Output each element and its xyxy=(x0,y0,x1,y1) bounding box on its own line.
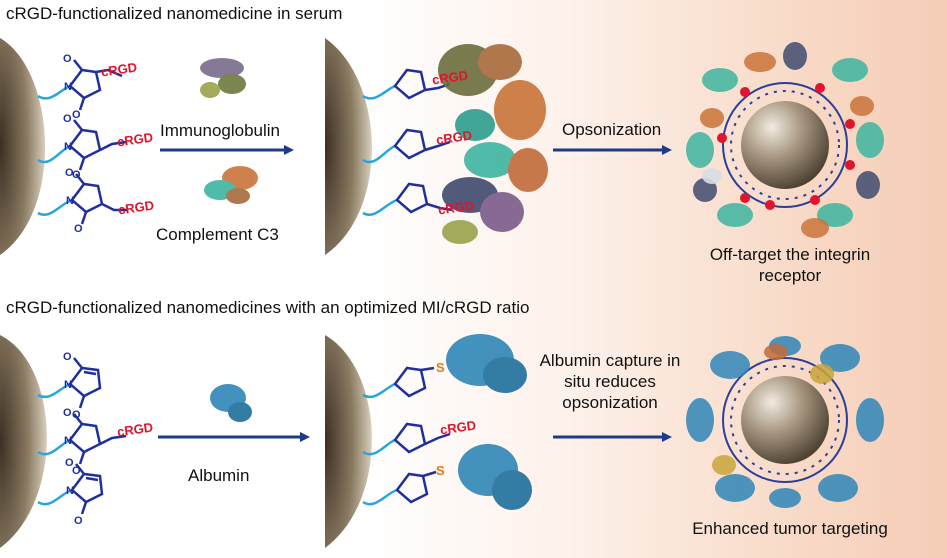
enhanced-targeting-outcome: Enhanced tumor targeting xyxy=(692,519,888,538)
albumin-capture-line-2: situ reduces xyxy=(564,372,656,391)
albumin-capture-line-1: Albumin capture in xyxy=(539,351,681,370)
svg-text:N: N xyxy=(66,485,74,497)
particle-surface-bottom-mid xyxy=(325,335,372,548)
svg-text:N: N xyxy=(64,435,72,447)
svg-text:O: O xyxy=(63,351,72,363)
svg-text:O: O xyxy=(74,515,83,527)
svg-text:O: O xyxy=(63,407,72,419)
particle-surface-top-left xyxy=(0,38,46,255)
svg-text:O: O xyxy=(63,53,72,65)
svg-text:O: O xyxy=(72,409,81,421)
svg-text:O: O xyxy=(72,465,81,477)
svg-text:N: N xyxy=(64,379,72,391)
opsonized-nanoparticle xyxy=(686,42,884,238)
top-panel-title: cRGD-functionalized nanomedicine in seru… xyxy=(6,4,343,23)
svg-text:O: O xyxy=(72,169,81,181)
bound-albumin xyxy=(446,334,532,510)
svg-text:O: O xyxy=(63,113,72,125)
albumin-protein xyxy=(210,384,252,422)
albumin-capture-line-3: opsonization xyxy=(562,393,658,412)
albumin-label: Albumin xyxy=(188,466,250,485)
complement-c3-label: Complement C3 xyxy=(156,225,279,244)
svg-text:N: N xyxy=(66,195,74,207)
svg-text:O: O xyxy=(72,109,81,121)
thioether-s-label: S xyxy=(436,463,445,478)
svg-text:O: O xyxy=(65,457,74,469)
bottom-panel-title: cRGD-functionalized nanomedicines with a… xyxy=(6,298,530,317)
svg-text:O: O xyxy=(65,167,74,179)
adsorbed-proteins-top xyxy=(438,44,548,244)
svg-text:N: N xyxy=(64,141,72,153)
complement-c3-protein xyxy=(204,166,258,204)
albumin-coated-nanoparticle xyxy=(686,336,884,508)
immunoglobulin-protein xyxy=(200,58,246,98)
opsonization-label: Opsonization xyxy=(562,120,662,139)
off-target-outcome: Off-target the integrin receptor xyxy=(709,245,871,285)
svg-text:O: O xyxy=(74,223,83,235)
particle-surface-bottom-left xyxy=(0,335,47,548)
svg-text:N: N xyxy=(64,81,72,93)
immunoglobulin-label: Immunoglobulin xyxy=(160,121,281,140)
thioether-s-label: S xyxy=(436,360,445,375)
particle-surface-top-mid xyxy=(325,38,372,255)
